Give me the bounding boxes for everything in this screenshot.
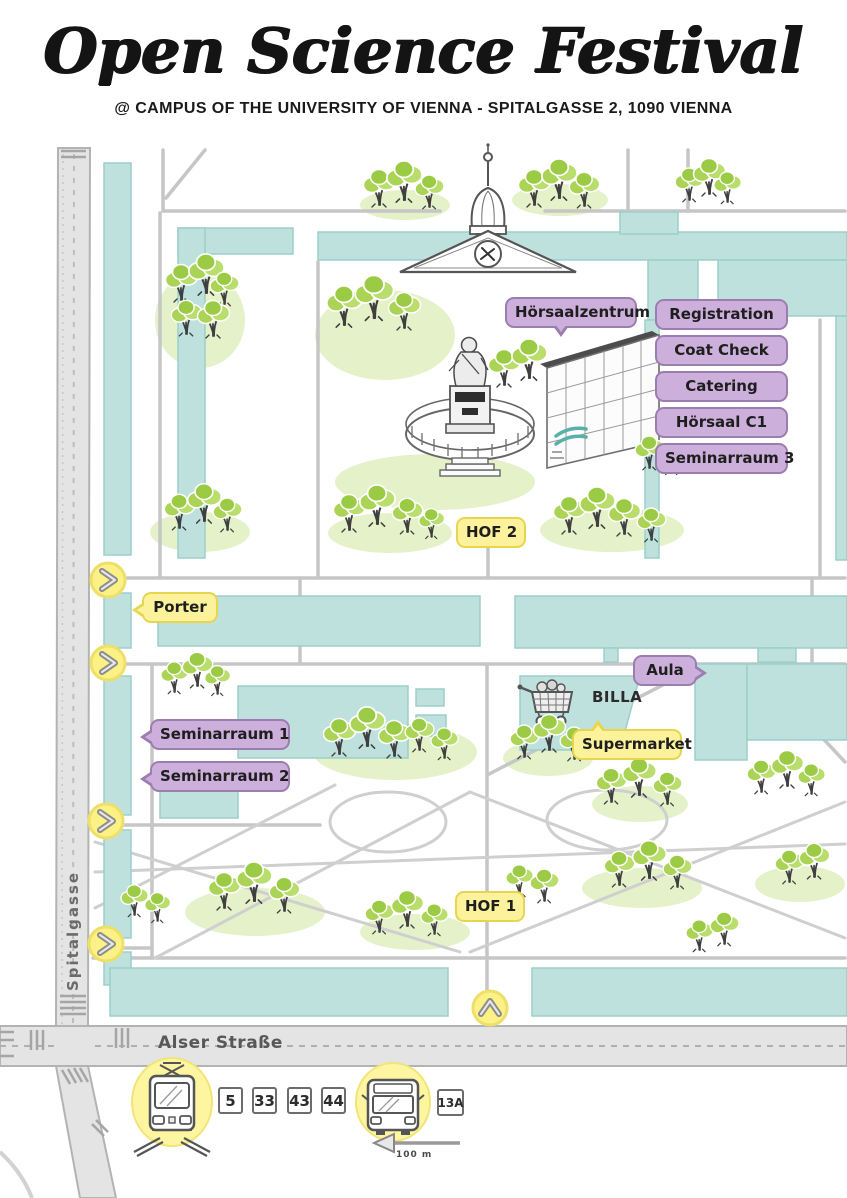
label-porter: Porter [132,592,218,623]
page-title: Open Science Festival [43,14,804,87]
label-seminarraum-3: Seminarraum 3 [655,443,794,474]
label-hoersaal-c1: Hörsaal C1 [655,407,788,438]
campus-buildings [103,162,847,1017]
bus-route-13a: 13A [437,1089,464,1116]
scale-arrow-icon [371,1132,460,1154]
label-hoersaalzentrum: Hörsaalzentrum [505,297,650,337]
tram-route-5: 5 [218,1087,243,1114]
park-paths [93,783,847,960]
label-seminarraum-1: Seminarraum 1 [140,719,290,750]
tram-route-33: 33 [252,1087,277,1114]
street-label-spitalgasse: Spitalgasse [64,870,82,991]
label-hof-1: HOF 1 [455,891,525,922]
label-catering: Catering [655,371,788,402]
bus-icon [355,1062,431,1142]
label-seminarraum-2: Seminarraum 2 [140,761,290,792]
label-hof-2: HOF 2 [456,517,526,548]
tram-icon [131,1057,213,1157]
street-network [0,147,847,1198]
page-subtitle: @ CAMPUS OF THE UNIVERSITY OF VIENNA - S… [114,100,733,117]
scale-label: 100 m [396,1150,433,1160]
tram-route-44: 44 [321,1087,346,1114]
label-registration: Registration [655,299,788,330]
label-billa: BILLA [592,688,643,706]
label-aula: Aula [633,655,707,686]
tram-route-43: 43 [287,1087,312,1114]
statue-icon [405,336,535,477]
label-coat-check: Coat Check [655,335,788,366]
university-dome-icon [399,143,577,274]
label-supermarket: Supermarket [572,720,692,760]
street-label-alser-strasse: Alser Straße [158,1033,283,1053]
